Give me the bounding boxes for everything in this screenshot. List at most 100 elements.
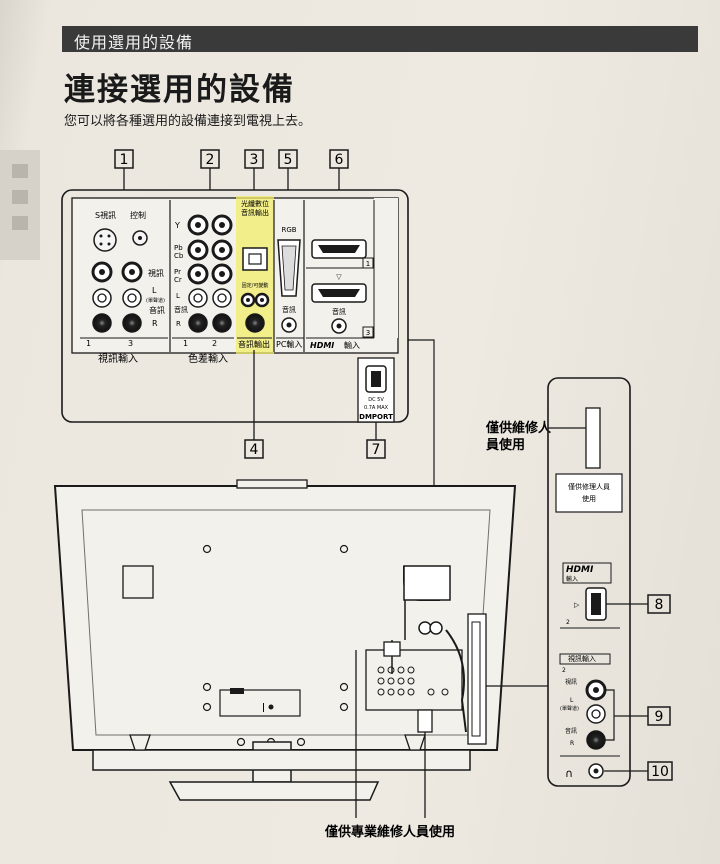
audio-output-group: 光纖數位 音訊輸出 固定/可變動 音訊輸出	[237, 199, 272, 349]
video-in-num-3: 3	[128, 339, 133, 348]
side-right-label: R	[570, 740, 574, 747]
headphone-icon: ∩	[565, 767, 573, 780]
side-hdmi-in-label: 輸入	[566, 575, 578, 583]
callout-7: 7	[366, 439, 386, 459]
callout-7-label: 7	[372, 442, 381, 458]
left-label: L	[152, 286, 157, 295]
side-panel: 僅供修理人員 使用 HDMI 輸入 ▷ 2 視訊輸入 2 視訊 L (單聲道) …	[547, 377, 631, 787]
video-in-group-label: 視訊輸入	[98, 352, 138, 365]
margin-mark	[12, 190, 28, 204]
callout-10: 10	[647, 761, 673, 781]
dmport-spec1: DC 5V	[368, 397, 384, 403]
audio-r-jack-3	[122, 313, 142, 333]
hdmi-in-label: 輸入	[344, 340, 360, 350]
service-note-bottom: 僅供專業維修人員使用	[324, 824, 455, 840]
control-label: 控制	[130, 210, 146, 220]
fixed-variable-label: 固定/可變動	[242, 282, 269, 289]
section-header-bar: 使用選用的設備	[62, 26, 698, 52]
optical-out-line1: 光纖數位	[241, 199, 269, 208]
side-mono-label: (單聲道)	[560, 705, 579, 712]
callout-2: 2	[200, 149, 220, 190]
pc-in-label: PC輸入	[276, 339, 302, 349]
callout-6-label: 6	[335, 152, 344, 168]
mono-label: (單聲道)	[146, 297, 165, 304]
callout-2-label: 2	[206, 152, 215, 168]
callout-9: 9	[647, 706, 671, 726]
service-only-box	[555, 473, 623, 513]
intro-text: 您可以將各種選用的設備連接到電視上去。	[64, 114, 312, 129]
optical-jack	[242, 247, 268, 271]
callout-4-label: 4	[250, 442, 259, 458]
side-hdmi-arrow: ▷	[574, 601, 580, 609]
component-in-group-label: 色差輸入	[188, 352, 228, 365]
service-note-side-line1: 僅供維修人	[485, 420, 552, 436]
margin-mark	[12, 216, 28, 230]
callout-4: 4	[244, 439, 264, 459]
callout-5: 5	[278, 149, 298, 190]
service-box-line1: 僅供修理人員	[568, 482, 610, 491]
comp-right-label: R	[176, 320, 181, 328]
pr-label: Pr	[174, 268, 181, 276]
hdmi-num-1: 1	[366, 260, 370, 268]
hdmi-arrow: ▽	[336, 273, 342, 281]
callout-10-label: 10	[651, 764, 669, 780]
dmport-group: DC 5V 0.7A MAX DMPORT	[357, 357, 395, 423]
service-note-side-line2: 員使用	[485, 437, 525, 453]
comp-audio-label: 音訊	[174, 305, 188, 314]
comp-left-label: L	[176, 292, 180, 300]
callout-8: 8	[647, 594, 671, 614]
cr-label: Cr	[174, 276, 182, 284]
section-label: 使用選用的設備	[74, 33, 194, 52]
side-audio-label: 音訊	[565, 727, 577, 735]
dmport-label: DMPORT	[359, 413, 393, 421]
side-video-in-num: 2	[562, 667, 566, 674]
side-audio-r-jack	[586, 730, 606, 750]
rear-panel-frame	[61, 189, 409, 423]
callout-1-label: 1	[120, 152, 129, 168]
pb-label: Pb	[174, 244, 183, 252]
component-jacks	[187, 214, 233, 333]
side-hdmi-logo: HDMI	[566, 565, 594, 575]
audio-label: 音訊	[149, 305, 165, 315]
rgb-label: RGB	[281, 226, 296, 234]
audio-out-label: 音訊輸出	[238, 339, 270, 349]
callout-9-label: 9	[655, 709, 664, 725]
service-box-line2: 使用	[582, 494, 596, 503]
svg-text:ǀ: ǀ	[262, 702, 265, 713]
callout-3-label: 3	[250, 152, 259, 168]
hdmi-input-group: 1 ▽ 音訊 3 HDMI 輸入	[306, 239, 374, 350]
video-input-group: S視訊 控制 視訊 L (單聲道) 音訊 R 1 3	[80, 210, 168, 365]
callout-8-label: 8	[655, 597, 664, 613]
s-video-label: S視訊	[95, 210, 116, 220]
left-margin-tab	[0, 150, 40, 260]
comp-num-1: 1	[183, 339, 188, 348]
hdmi-logo: HDMI	[310, 341, 334, 350]
optical-out-line2: 音訊輸出	[241, 208, 269, 217]
side-video-in-label: 視訊輸入	[568, 654, 596, 663]
side-hdmi-num: 2	[566, 619, 570, 626]
cb-label: Cb	[174, 252, 184, 260]
comp-num-2: 2	[212, 339, 217, 348]
right-label: R	[152, 319, 158, 328]
callout-1: 1	[114, 149, 134, 190]
video-label: 視訊	[148, 268, 164, 278]
s-video-jack	[93, 228, 117, 252]
hdmi-num-3: 3	[366, 329, 370, 337]
pc-input-group: RGB 音訊 PC輸入	[276, 226, 304, 349]
side-video-label: 視訊	[565, 678, 577, 686]
rear-panel-plate	[71, 197, 399, 354]
video-in-num-1: 1	[86, 339, 91, 348]
callout-6: 6	[329, 149, 349, 190]
audio-r-jack-1	[92, 313, 112, 333]
tv-back: ǀ	[53, 479, 517, 801]
hdmi-audio-label: 音訊	[332, 307, 346, 316]
page-title: 連接選用的設備	[64, 72, 295, 108]
margin-mark	[12, 164, 28, 178]
dmport-spec2: 0.7A MAX	[364, 405, 389, 411]
pc-audio-label: 音訊	[282, 305, 296, 314]
component-input-group: Y Pb Cb Pr Cr L 音訊 R 1 2 色差輸入	[172, 214, 234, 365]
callout-3: 3	[244, 149, 264, 190]
audio-out-jack	[245, 313, 265, 333]
